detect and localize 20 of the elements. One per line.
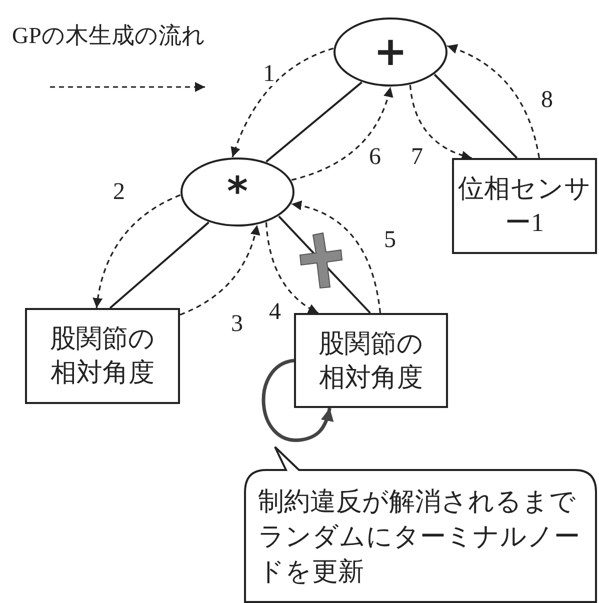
operator-ellipse: + bbox=[333, 17, 448, 87]
speech-bubble: 制約違反が解消されるまでランダムにターミナルノードを更新 bbox=[244, 446, 597, 603]
terminal-box: 股関節の相対角度 bbox=[25, 308, 180, 404]
flow-arrow bbox=[409, 84, 472, 160]
operator-ellipse: * bbox=[180, 157, 295, 227]
legend-label: GPの木生成の流れ bbox=[12, 22, 206, 50]
tree-branch bbox=[109, 222, 210, 309]
flow-arrow bbox=[446, 44, 540, 158]
terminal-box: 股関節の相対角度 bbox=[294, 313, 448, 408]
flow-arrow bbox=[93, 194, 181, 308]
flow-arrow bbox=[265, 222, 319, 314]
step-number: 1 bbox=[262, 62, 276, 86]
flow-arrow bbox=[231, 48, 334, 158]
flow-arrow bbox=[180, 224, 260, 316]
tree-branch bbox=[434, 74, 518, 159]
tree-branch bbox=[266, 82, 362, 162]
flow-arrow bbox=[291, 200, 382, 314]
flow-arrow bbox=[291, 86, 393, 181]
terminal-box: 位相センサー1 bbox=[452, 158, 597, 254]
loop-arrow bbox=[262, 358, 334, 442]
